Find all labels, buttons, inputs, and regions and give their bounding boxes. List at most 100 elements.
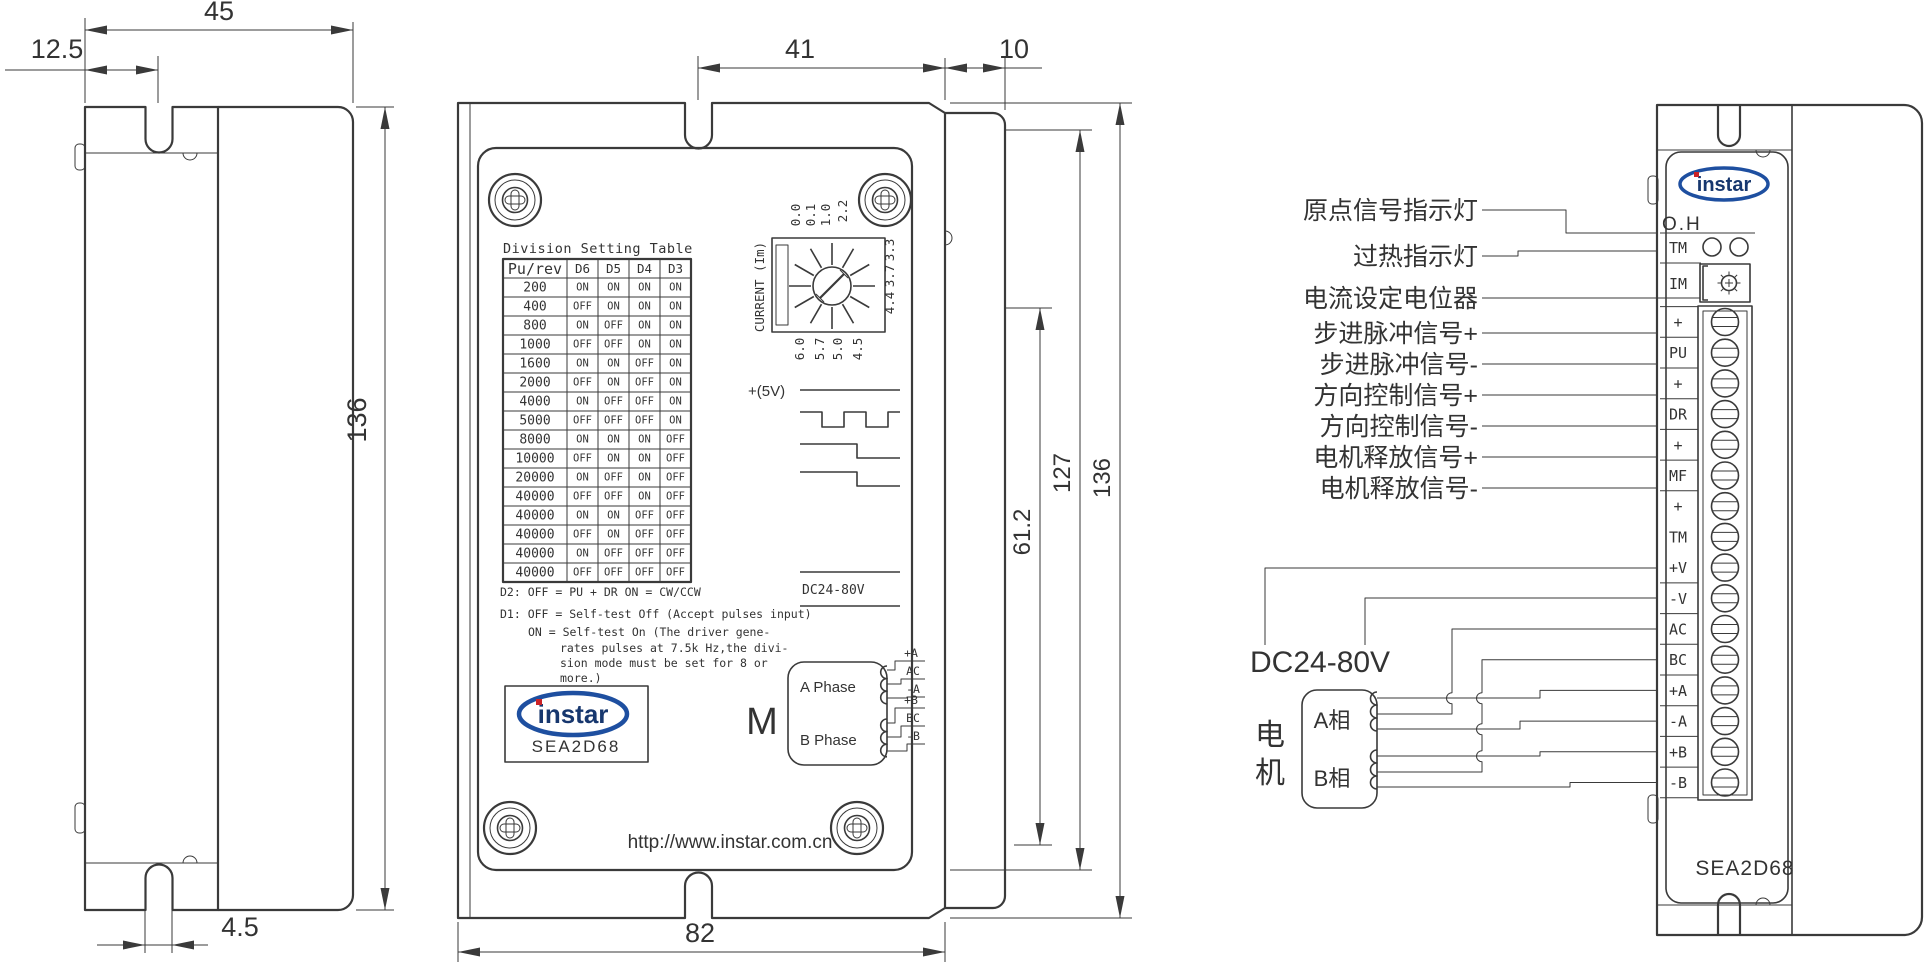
table-cell: 4000 xyxy=(519,395,550,410)
wire-minus-b xyxy=(1377,782,1657,788)
front-side-body xyxy=(945,111,1007,910)
table-cell: OFF xyxy=(635,377,654,389)
dial-tick xyxy=(794,295,815,309)
dial-scale-value: 5.7 xyxy=(812,338,827,361)
status-led-2 xyxy=(1729,237,1749,257)
table-cell: ON xyxy=(576,358,589,370)
a-phase-label: A Phase xyxy=(800,679,856,696)
oh-label: O.H xyxy=(1662,214,1702,235)
dimension-61-2: 61.2 xyxy=(1006,307,1052,846)
tap-label: BC xyxy=(906,711,920,725)
front-branding: instar SEA2D68 http://www.instar.com.cn xyxy=(504,685,832,853)
dimension-136-front: 136 xyxy=(950,102,1132,919)
dim-41-label: 41 xyxy=(785,34,815,64)
table-cell: OFF xyxy=(573,491,592,503)
screw-terminal[interactable] xyxy=(1710,522,1740,552)
screw-terminal[interactable] xyxy=(1710,737,1740,767)
table-cell: OFF xyxy=(604,548,623,560)
current-dial: CURRENT (Im) 0.0 0.1 1.0 2.2 3.3 3.7 4.4… xyxy=(752,200,897,361)
table-cell: ON xyxy=(607,377,620,389)
table-cell: OFF xyxy=(666,472,685,484)
table-cell: ON xyxy=(638,320,651,332)
terminal-label: + xyxy=(1673,375,1682,393)
direction-waveform-1 xyxy=(800,443,900,459)
table-cell: 40000 xyxy=(515,509,554,524)
table-cell: ON xyxy=(638,453,651,465)
dimension-4-5: 4.5 xyxy=(97,910,259,953)
screw-terminal[interactable] xyxy=(1710,307,1740,337)
dial-scale-value: 6.0 xyxy=(792,338,807,361)
screw-terminal[interactable] xyxy=(1710,583,1740,613)
screw-terminal[interactable] xyxy=(1710,399,1740,429)
screw-terminal[interactable] xyxy=(1710,369,1740,398)
panel-screws xyxy=(482,172,913,856)
terminal-label: +A xyxy=(1669,682,1687,700)
table-cell: ON xyxy=(576,510,589,522)
dial-tick xyxy=(849,295,870,309)
motor-a-coil xyxy=(1369,691,1378,732)
dim-136-front-label: 136 xyxy=(1089,458,1116,498)
dial-scale-value: 4.4 xyxy=(882,292,897,315)
screw-terminal[interactable] xyxy=(1710,430,1740,460)
cn-label-free-minus: 电机释放信号- xyxy=(1320,475,1478,503)
minus-v-wire xyxy=(1364,597,1657,645)
a-phase-cn: A相 xyxy=(1314,708,1351,733)
module-front-panel xyxy=(1665,151,1789,904)
table-cell: ON xyxy=(576,320,589,332)
table-cell: 20000 xyxy=(515,471,554,486)
table-cell: OFF xyxy=(573,301,592,313)
motor-b-coil xyxy=(1369,749,1378,790)
leader-lines xyxy=(1482,209,1700,489)
dial-box xyxy=(771,237,886,333)
pot-row-label: IM xyxy=(1669,275,1687,293)
dial-knob[interactable] xyxy=(812,266,852,306)
wire-bc xyxy=(1377,659,1657,773)
screw-terminal[interactable] xyxy=(1710,614,1740,644)
dimension-12-5: 12.5 xyxy=(5,34,159,103)
instar-logo-oval xyxy=(516,690,630,738)
table-cell: OFF xyxy=(604,339,623,351)
cn-label-free-plus: 电机释放信号+ xyxy=(1313,444,1478,472)
table-cell: OFF xyxy=(604,491,623,503)
dimension-136-left: 136 xyxy=(342,106,394,911)
wire-plus-b xyxy=(1377,751,1657,757)
table-cell: ON xyxy=(669,339,682,351)
screw-terminal[interactable] xyxy=(1710,338,1740,368)
table-cell: OFF xyxy=(635,529,654,541)
terminal-label: + xyxy=(1673,436,1682,454)
dial-scale-value: 3.3 xyxy=(882,239,897,262)
table-cell: 40000 xyxy=(515,490,554,505)
terminal-label: + xyxy=(1673,498,1682,516)
dial-scale-value: 5.0 xyxy=(830,338,845,361)
table-cell: 10000 xyxy=(515,452,554,467)
b-coil xyxy=(879,718,888,758)
dimension-82: 82 xyxy=(457,918,946,962)
torx-screw xyxy=(829,800,885,856)
screw-terminal[interactable] xyxy=(1710,676,1740,705)
cn-label-overheat-led: 过热指示灯 xyxy=(1353,243,1478,271)
table-cell: 40000 xyxy=(515,566,554,581)
screw-terminal[interactable] xyxy=(1710,645,1740,675)
table-cell: OFF xyxy=(635,415,654,427)
tap-label: -B xyxy=(906,729,920,743)
screw-terminal[interactable] xyxy=(1710,461,1740,490)
screw-terminal[interactable] xyxy=(1710,768,1740,797)
screw-terminal[interactable] xyxy=(1710,706,1740,736)
table-cell: ON xyxy=(638,339,651,351)
tap-label: -A xyxy=(906,682,920,696)
side-tab-bottom xyxy=(74,802,86,834)
module-bump-top xyxy=(1755,149,1771,158)
terminal-label: AC xyxy=(1669,621,1687,639)
screw-terminal[interactable] xyxy=(1710,553,1740,582)
screw-terminal[interactable] xyxy=(1710,491,1740,521)
dim-127-label: 127 xyxy=(1049,453,1076,493)
module-logo-oval xyxy=(1678,166,1770,202)
module-bump-bottom xyxy=(1755,897,1771,906)
dial-pointer xyxy=(819,273,845,299)
note-line: rates pulses at 7.5k Hz,the divi- xyxy=(560,641,788,655)
table-cell: ON xyxy=(638,472,651,484)
potentiometer-gear-icon[interactable] xyxy=(1717,271,1741,295)
